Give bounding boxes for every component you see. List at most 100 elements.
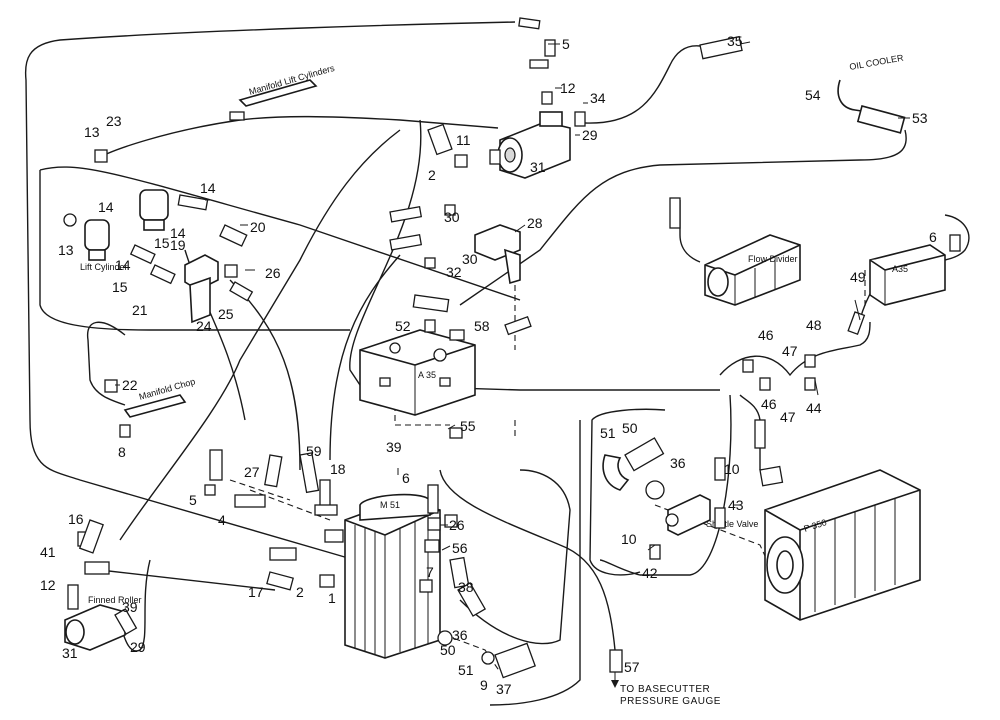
hose-shuttle-loop xyxy=(589,408,666,576)
callout-20: 20 xyxy=(250,219,266,235)
hose-divider-tee xyxy=(719,321,871,377)
callout-57: 57 xyxy=(624,659,640,675)
hose-cooler-return xyxy=(459,129,907,306)
flow-divider-label: Flow Divider xyxy=(748,254,798,264)
callout-9: 9 xyxy=(480,677,488,693)
callout-labels: 1 2 2 4 5 5 6 6 7 8 9 10 10 11 12 12 13 … xyxy=(40,33,937,697)
callout-49: 49 xyxy=(850,269,866,285)
callout-46-a: 46 xyxy=(758,327,774,343)
callout-47-a: 47 xyxy=(782,343,798,359)
valve-block-a35: A 35 xyxy=(359,329,476,416)
hose-bottom-right xyxy=(459,469,571,645)
callout-17: 17 xyxy=(248,584,264,600)
callout-39-b: 39 xyxy=(122,599,138,615)
callout-36-a: 36 xyxy=(670,455,686,471)
callout-5-a: 5 xyxy=(562,36,570,52)
shuttle-valve: Shuttle Valve xyxy=(665,494,758,536)
hose-flow-divider-left xyxy=(679,200,701,263)
pump-p350: P 350 xyxy=(764,469,921,621)
callout-52: 52 xyxy=(395,318,411,334)
callout-55: 55 xyxy=(460,418,476,434)
callout-6-a: 6 xyxy=(929,229,937,245)
callout-30-b: 30 xyxy=(462,251,478,267)
callout-8: 8 xyxy=(118,444,126,460)
callout-44: 44 xyxy=(806,400,822,416)
callout-13-b: 13 xyxy=(58,242,74,258)
note-line-2: PRESSURE GAUGE xyxy=(620,696,721,707)
valve-block-label: A 35 xyxy=(418,370,436,380)
callout-7: 7 xyxy=(426,564,434,580)
hose-bottom-left-return xyxy=(121,559,151,652)
hose-to-cooler xyxy=(584,45,701,124)
callout-15-a: 15 xyxy=(154,235,170,251)
motor-bottom: Finned Roller xyxy=(64,595,142,651)
callout-56: 56 xyxy=(452,540,468,556)
hose-to-tank-left xyxy=(99,569,276,591)
note-line-1: TO BASECUTTER xyxy=(620,684,710,695)
callout-12-b: 12 xyxy=(40,577,56,593)
callout-41: 41 xyxy=(40,544,56,560)
callout-16: 16 xyxy=(68,511,84,527)
callout-51-b: 51 xyxy=(458,662,474,678)
callout-34: 34 xyxy=(590,90,606,106)
callout-15-b: 15 xyxy=(112,279,128,295)
callout-2-a: 2 xyxy=(428,167,436,183)
callout-35: 35 xyxy=(727,33,743,49)
callout-28: 28 xyxy=(527,215,543,231)
hose-mid-diag-3 xyxy=(329,254,401,461)
oil-cooler-label: OIL COOLER xyxy=(849,53,905,72)
callout-19: 19 xyxy=(170,237,186,253)
callout-4: 4 xyxy=(218,512,226,528)
lift-cylinder-label: Lift Cylinder xyxy=(80,262,128,272)
callout-14-c: 14 xyxy=(170,225,186,241)
callout-58: 58 xyxy=(474,318,490,334)
shuttle-valve-label: Shuttle Valve xyxy=(706,519,758,529)
dashed-links xyxy=(229,255,866,673)
dash-valve-55 xyxy=(394,405,450,426)
hose-long-diagonal xyxy=(119,129,401,541)
valve-block-right: A35 xyxy=(869,244,946,306)
callout-50-b: 50 xyxy=(440,642,456,658)
callout-13-a: 13 xyxy=(84,124,100,140)
callout-26-b: 26 xyxy=(449,517,465,533)
callout-54: 54 xyxy=(805,87,821,103)
hose-left-vertical xyxy=(39,170,350,331)
callout-10-b: 10 xyxy=(621,531,637,547)
callout-27: 27 xyxy=(244,464,260,480)
tank-top-label: M 51 xyxy=(380,500,400,510)
callout-43: 43 xyxy=(728,497,744,513)
hose-to-basecutter xyxy=(439,469,616,651)
callout-29-b: 29 xyxy=(130,639,146,655)
callout-38: 38 xyxy=(458,579,474,595)
dash-bottom-fittings xyxy=(444,634,501,673)
callout-36-b: 36 xyxy=(452,627,468,643)
filter xyxy=(184,254,219,324)
motor-label: Finned Roller xyxy=(88,595,142,605)
callout-39-a: 39 xyxy=(386,439,402,455)
callout-1: 1 xyxy=(328,590,336,606)
leader-lines xyxy=(115,41,910,551)
callout-53: 53 xyxy=(912,110,928,126)
callout-29-a: 29 xyxy=(582,127,598,143)
callout-25: 25 xyxy=(218,306,234,322)
callout-26-a: 26 xyxy=(265,265,281,281)
callout-50-a: 50 xyxy=(622,420,638,436)
callout-12-a: 12 xyxy=(560,80,576,96)
callout-21: 21 xyxy=(132,302,148,318)
callout-14-b: 14 xyxy=(98,199,114,215)
hose-top-loop xyxy=(24,21,516,561)
hose-bottom-vertical xyxy=(489,420,581,706)
callout-48: 48 xyxy=(806,317,822,333)
callout-42: 42 xyxy=(642,565,658,581)
callout-11: 11 xyxy=(456,132,471,148)
callout-31-b: 31 xyxy=(62,645,78,661)
block-28 xyxy=(474,224,521,285)
hose-to-pump xyxy=(599,394,732,576)
fittings xyxy=(63,17,961,679)
oil-cooler-fitting: OIL COOLER xyxy=(837,53,906,134)
valve-block-right-label: A35 xyxy=(892,264,908,274)
callout-32: 32 xyxy=(446,264,462,280)
callout-51-a: 51 xyxy=(600,425,616,441)
